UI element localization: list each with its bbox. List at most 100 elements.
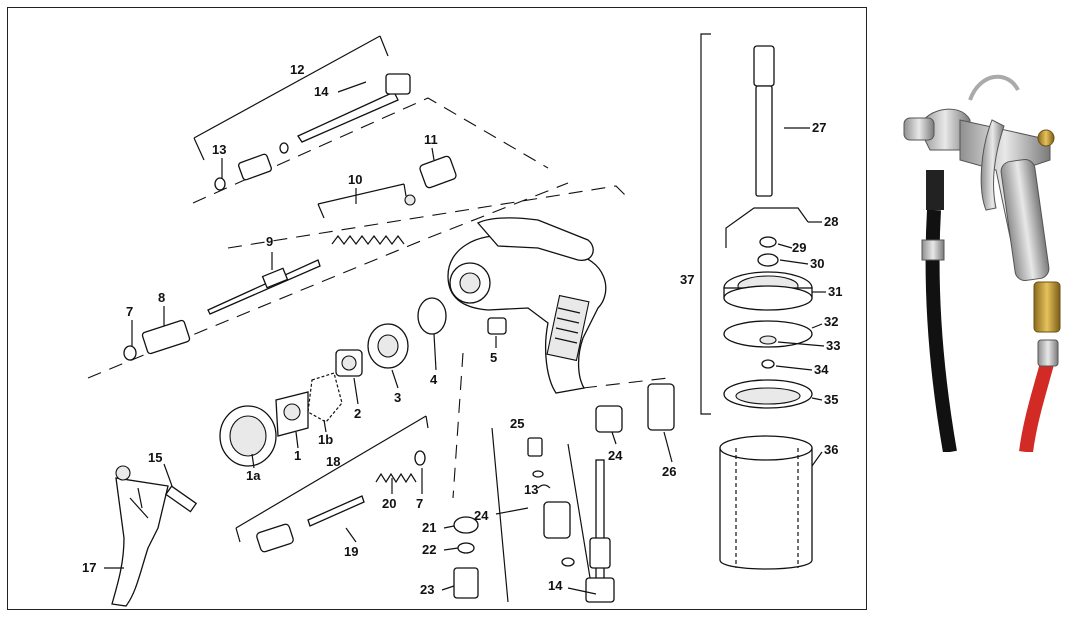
group-bracket-12 xyxy=(193,35,389,161)
hanger-hook xyxy=(968,74,1020,101)
red-fluid-hose xyxy=(1019,358,1055,453)
vent-tube-part-27 xyxy=(753,45,775,197)
fluid-fitting xyxy=(926,170,944,210)
hose-connector-right xyxy=(1037,339,1059,367)
label-part-10: 10 xyxy=(348,172,362,187)
connector-part-25 xyxy=(527,437,551,489)
axis-dash-stem xyxy=(452,352,464,499)
adjusting-knob-part-11 xyxy=(419,155,457,189)
hose-connector-left xyxy=(921,239,945,261)
axis-dash-cup xyxy=(582,377,669,389)
seal-ring-part-4 xyxy=(417,297,447,335)
washer-part-22 xyxy=(457,542,475,554)
label-part-15: 15 xyxy=(148,450,162,465)
label-part-18: 18 xyxy=(326,454,340,469)
brass-coupler xyxy=(1033,281,1061,333)
label-part-13-upper: 13 xyxy=(212,142,226,157)
label-part-8: 8 xyxy=(158,290,165,305)
label-part-1a: 1a xyxy=(246,468,261,483)
label-part-23: 23 xyxy=(420,582,434,597)
pin-part-15 xyxy=(115,465,198,513)
trigger-part-17 xyxy=(111,477,169,607)
label-part-30: 30 xyxy=(810,256,824,271)
spray-gun-photo-illustration xyxy=(903,74,1061,454)
label-part-4: 4 xyxy=(430,372,438,387)
label-part-11: 11 xyxy=(424,132,438,147)
gasket-part-1b xyxy=(307,372,343,423)
axis-dash-mid xyxy=(227,185,629,249)
label-part-37: 37 xyxy=(680,272,694,287)
label-part-14-upper: 14 xyxy=(314,84,329,99)
label-part-24-upper: 24 xyxy=(608,448,623,463)
needle-packing-part-8 xyxy=(141,319,191,355)
lid-clamp-part-28 xyxy=(725,207,809,248)
label-part-19: 19 xyxy=(344,544,358,559)
label-part-1: 1 xyxy=(294,448,301,463)
gun-body xyxy=(447,217,607,394)
ring-part-1 xyxy=(275,391,309,437)
label-part-22: 22 xyxy=(422,542,436,557)
black-air-hose xyxy=(925,209,957,454)
label-part-28: 28 xyxy=(824,214,838,229)
label-part-14-lower: 14 xyxy=(548,578,563,593)
label-part-7-lower: 7 xyxy=(416,496,423,511)
paint-cup-part-36 xyxy=(719,435,813,570)
label-part-26: 26 xyxy=(662,464,676,479)
exploded-parts-diagram: 1a 1 1b 2 3 4 5 7 8 9 10 11 12 13 14 15 … xyxy=(7,7,867,610)
fluid-nipple-part-26 xyxy=(647,383,675,431)
label-part-5: 5 xyxy=(490,350,497,365)
center-washer-part-33 xyxy=(759,335,777,345)
label-part-35: 35 xyxy=(824,392,838,407)
air-valve-part-12 xyxy=(214,73,411,191)
label-part-21: 21 xyxy=(422,520,436,535)
fitting-part-21 xyxy=(453,516,479,534)
baffle-part-3 xyxy=(367,323,409,369)
label-part-17: 17 xyxy=(82,560,96,575)
label-part-13-lower: 13 xyxy=(524,482,538,497)
label-part-12: 12 xyxy=(290,62,304,77)
label-part-2: 2 xyxy=(354,406,361,421)
label-part-20: 20 xyxy=(382,496,396,511)
air-cap-part-1a xyxy=(219,405,277,467)
cup-cover-part-35 xyxy=(723,379,813,409)
group-bracket-10 xyxy=(317,183,407,219)
seal-part-7-top xyxy=(123,345,137,361)
label-part-3: 3 xyxy=(394,390,401,405)
needle-spring-part-10 xyxy=(331,194,416,245)
spray-gun-exploded-view: 1a 1 1b 2 3 4 5 7 8 9 10 11 12 13 14 15 … xyxy=(82,33,842,607)
group-bracket-18 xyxy=(235,415,429,543)
fluid-tube-part-14 xyxy=(561,459,615,603)
air-cap xyxy=(903,117,935,141)
group-bracket-37 xyxy=(700,33,711,415)
label-part-24-lower: 24 xyxy=(474,508,489,523)
adjust-knob-photo xyxy=(1037,129,1055,147)
handle-photo xyxy=(1000,159,1050,281)
label-part-29: 29 xyxy=(792,240,806,255)
washer-part-29 xyxy=(759,236,777,248)
label-part-34: 34 xyxy=(814,362,829,377)
cup-lid-part-31 xyxy=(723,271,813,311)
label-part-32: 32 xyxy=(824,314,838,329)
air-inlet-part-23 xyxy=(453,567,479,599)
label-part-25: 25 xyxy=(510,416,524,431)
fluid-needle-part-9 xyxy=(207,259,321,315)
label-part-27: 27 xyxy=(812,120,826,135)
axis-dash-top xyxy=(192,97,549,204)
nozzle-part-2 xyxy=(335,349,363,377)
label-part-7-upper: 7 xyxy=(126,304,133,319)
spreader-valve-part-18 xyxy=(256,450,426,553)
label-part-9: 9 xyxy=(266,234,273,249)
axis-dash-low xyxy=(87,182,569,379)
group-bracket-24 xyxy=(491,427,595,603)
label-part-31: 31 xyxy=(828,284,842,299)
valve-part-34 xyxy=(761,359,775,369)
gasket-part-32 xyxy=(723,320,813,348)
spray-gun-product-photo xyxy=(900,60,1084,454)
valve-part-5 xyxy=(487,317,507,335)
label-part-33: 33 xyxy=(826,338,840,353)
fluid-inlet-part-24 xyxy=(543,405,623,539)
label-part-36: 36 xyxy=(824,442,838,457)
trigger-photo xyxy=(980,119,1005,211)
leader-lines xyxy=(104,81,826,595)
nut-part-30 xyxy=(757,253,779,267)
